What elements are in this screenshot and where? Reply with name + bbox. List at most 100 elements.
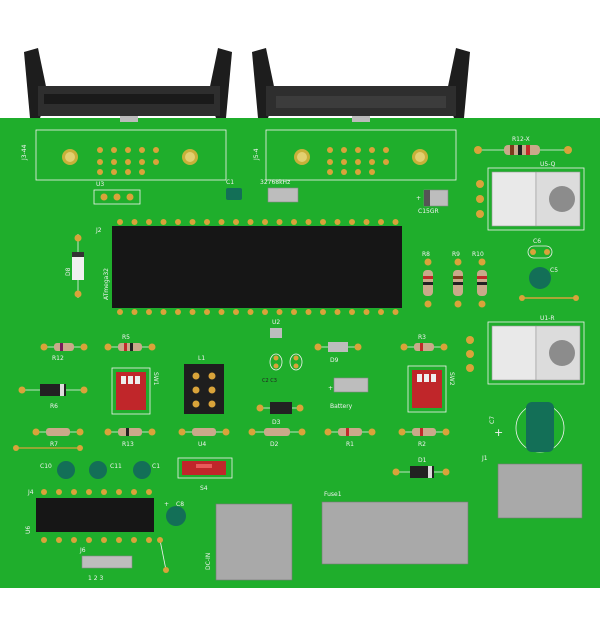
label-c5: C5: [550, 267, 558, 274]
label-sw2: SW2: [448, 372, 455, 386]
connector-j1: J1: [481, 455, 583, 519]
led-right-2: [412, 149, 428, 165]
capacitor-c6: C6: [527, 238, 553, 259]
pin-pad: [262, 309, 268, 315]
label-c7: C7: [489, 416, 496, 424]
capacitor-c11: C11: [89, 461, 122, 479]
pin-pad: [56, 537, 62, 543]
ic-j4-pins: [41, 489, 152, 543]
pin-pad: [101, 537, 107, 543]
capacitor-c1: C1: [226, 179, 242, 200]
label-c1: C1: [226, 179, 234, 186]
led-left-2: [182, 149, 198, 165]
pin-pad: [131, 537, 137, 543]
pin-pad: [41, 489, 47, 495]
pin-pad: [349, 219, 355, 225]
label-r14: U4: [198, 441, 206, 448]
pin-pad: [116, 489, 122, 495]
pin-pad: [363, 219, 370, 225]
header-j6: J6 1 2 3: [79, 547, 133, 582]
label-c15: C15GR: [418, 208, 439, 215]
label-r13: R13: [122, 441, 134, 448]
pin-pad: [247, 219, 254, 225]
capacitor-c10: C10: [40, 461, 75, 479]
pin-pad: [56, 489, 62, 495]
resistor-r13: R13: [104, 428, 156, 448]
pin-pad: [117, 219, 123, 225]
label-j2: J2: [95, 227, 102, 234]
label-r10: R10: [472, 251, 484, 258]
pin-pad: [41, 537, 47, 543]
pin-pad: [131, 309, 138, 315]
jumper-left: [13, 445, 83, 451]
pin-pad: [86, 489, 92, 495]
header-pads-left: [97, 147, 159, 175]
pin-pad: [71, 489, 77, 495]
diode-d4: [157, 537, 169, 573]
svg-text:+: +: [416, 195, 421, 202]
label-sw1: SW1: [152, 372, 159, 386]
label-j1: J1: [481, 455, 488, 462]
pin-pad: [146, 309, 152, 315]
resistor-r3: R3: [400, 334, 448, 351]
label-d2: D2: [270, 441, 279, 448]
pin-pad: [334, 309, 341, 315]
label-c1b: C1: [152, 463, 160, 470]
mcu-pins-bottom: [117, 309, 399, 315]
pin-pad: [276, 309, 283, 315]
pin-pad: [349, 309, 355, 315]
pin-pad: [175, 219, 181, 225]
pin-pad: [189, 309, 196, 315]
pin-pad: [116, 537, 122, 543]
label-u2: U2: [272, 319, 280, 326]
connector-j3: [24, 48, 232, 122]
fuse-holder: Fuse1: [321, 491, 469, 565]
mcu-chip: J2 ATmega32: [95, 226, 402, 308]
pin-pad: [204, 219, 210, 225]
label-c2c3: C2 C3: [262, 378, 277, 384]
label-j6-pins: 1 2 3: [88, 575, 103, 582]
label-dc: DC-IN: [205, 553, 212, 570]
capacitor-c8: + C8: [164, 501, 186, 526]
switch-sw2: SW2: [407, 365, 455, 413]
header-pads-right: [327, 147, 389, 175]
pin-pad: [131, 219, 138, 225]
label-fuse: Fuse1: [324, 491, 342, 498]
diode-d9: D9: [314, 342, 362, 364]
pin-pad: [363, 309, 370, 315]
pin-pad: [305, 219, 312, 225]
pin-pad: [218, 309, 225, 315]
switch-sw1: SW1: [111, 367, 159, 415]
label-u6: U6: [25, 526, 32, 534]
label-d8: D8: [65, 267, 72, 276]
jumper-right: [519, 295, 579, 301]
dc-jack: DC-IN: [205, 503, 293, 581]
resistor-r12x: R12-X: [474, 136, 572, 155]
label-j6: J6: [79, 547, 86, 554]
resistor-r9: R9: [452, 251, 463, 308]
pin-pad: [247, 309, 254, 315]
diode-d8: D8: [65, 234, 84, 298]
regulator-u5: U5-Q: [476, 161, 585, 231]
label-r2: R2: [418, 441, 426, 448]
mcu-pins-top: [117, 219, 399, 225]
pin-pad: [101, 489, 107, 495]
label-r7: R7: [50, 441, 58, 448]
label-j4: J4: [27, 489, 34, 496]
resistor-r7: R7: [32, 428, 84, 448]
pin-pad: [378, 309, 384, 315]
label-d9: D9: [330, 357, 339, 364]
label-c10: C10: [40, 463, 52, 470]
capacitor-c15: C15GR +: [416, 189, 449, 215]
pin-pad: [204, 309, 210, 315]
connector-j5: [252, 48, 470, 122]
ic-j4: J4 U6: [25, 489, 154, 534]
label-battery: Battery: [330, 403, 353, 410]
pin-pad: [291, 309, 297, 315]
label-r12x: R12-X: [512, 136, 530, 143]
diode-d5: R6: [18, 384, 88, 410]
pin-pad: [189, 219, 196, 225]
label-u5: U5-Q: [540, 161, 556, 168]
resistor-r5: R5: [104, 334, 156, 351]
label-u3: U3: [96, 181, 104, 188]
